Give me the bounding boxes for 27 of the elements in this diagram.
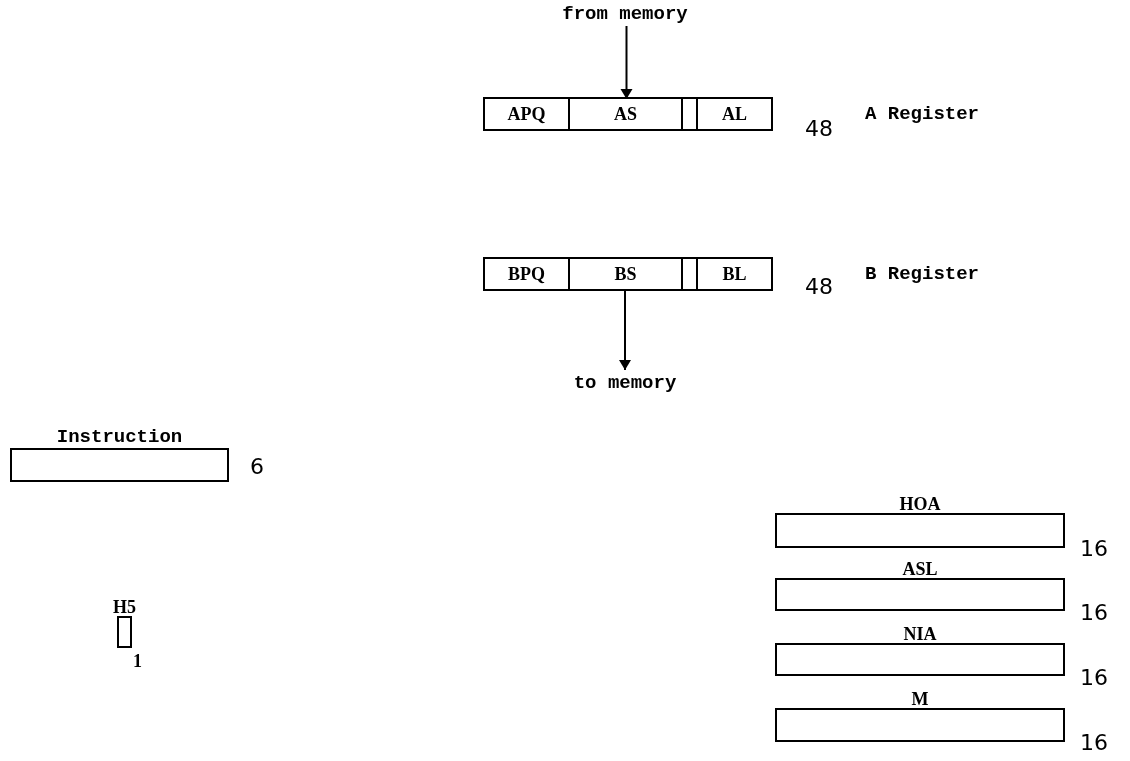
bit-width-label: 16: [1080, 730, 1108, 755]
bit-width-label: 48: [805, 274, 833, 299]
register-label: H5: [113, 595, 136, 618]
arrow: [620, 25, 633, 100]
register-name: B Register: [865, 263, 980, 285]
field-label: AL: [722, 105, 747, 123]
flow-label: from memory: [562, 1, 688, 27]
field-label: BPQ: [508, 265, 545, 283]
register-label: ASL: [902, 557, 938, 580]
register-box: [483, 97, 773, 131]
field-label: BL: [722, 265, 747, 283]
bit-width-label: 16: [1080, 600, 1108, 625]
field-label: AS: [614, 105, 637, 123]
register-label: NIA: [903, 622, 937, 645]
register-name: A Register: [865, 103, 980, 125]
register-label: M: [911, 687, 929, 710]
bit-width-label: 16: [1080, 536, 1108, 561]
register-label: HOA: [899, 492, 941, 515]
field-label: BS: [614, 265, 637, 283]
register-box: [483, 257, 773, 291]
bit-width-label: 1: [133, 651, 142, 671]
register-label: Instruction: [56, 426, 183, 450]
bit-width-label: 16: [1080, 665, 1108, 690]
bit-width-label: 6: [250, 454, 264, 479]
field-label: APQ: [507, 105, 546, 123]
bit-width-label: 48: [805, 116, 833, 141]
flow-label: to memory: [573, 370, 677, 396]
